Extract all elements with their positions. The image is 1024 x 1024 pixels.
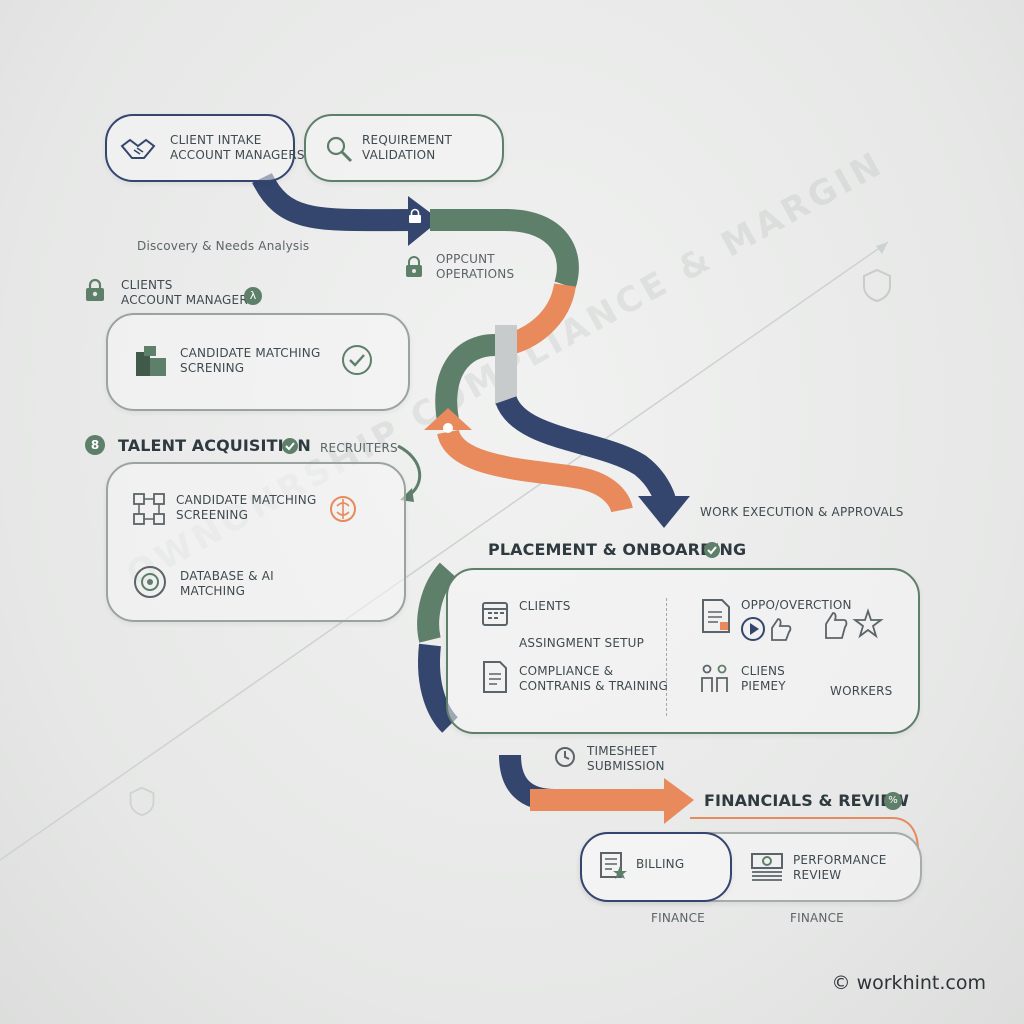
shield-faint-icon (129, 786, 155, 816)
recruiters-label: RECRUITERS (320, 441, 398, 455)
brain-icon (330, 496, 356, 522)
orange-ribbon-hook (437, 428, 633, 514)
talent-candidate-matching-label: CANDIDATE MATCHING SCREENING (176, 493, 317, 522)
candidate-matching-label: CANDIDATE MATCHING SCRENING (180, 346, 321, 375)
puzzle-icon (136, 346, 166, 376)
oppo-overction-label: OPPO/OVERCTION (741, 598, 852, 612)
requirement-validation-label: REQUIREMENT VALIDATION (362, 133, 453, 162)
blue-ribbon-placement (418, 643, 459, 733)
green-ribbon-left (435, 334, 496, 422)
oppcunt-operations-label: OPPCUNT OPERATIONS (436, 252, 515, 281)
blue-ribbon-top (252, 172, 416, 232)
invoice-icon (600, 852, 627, 879)
check-badge-icon (282, 438, 298, 454)
billing-box[interactable] (580, 832, 732, 902)
financials-review-title: FINANCIALS & REVIEW (704, 791, 910, 810)
finance-label-1: FINANCE (651, 911, 705, 925)
talent-badge-icon: 8 (85, 435, 105, 455)
credit-text: © workhint.com (831, 972, 986, 994)
lock-small-icon (409, 208, 421, 223)
lambda-badge: λ (244, 287, 262, 305)
clock-icon (555, 747, 575, 767)
talent-acquisition-title: TALENT ACQUISITION (118, 436, 311, 455)
search-icon (326, 136, 353, 163)
people-icon (701, 664, 728, 692)
blue-arrowhead-mid (638, 496, 690, 528)
blue-ribbon-mid (495, 395, 676, 504)
handshake-icon (120, 138, 156, 159)
document-icon (483, 661, 507, 693)
orange-arrowhead-up (424, 408, 472, 430)
billing-label: BILLING (636, 857, 685, 871)
workers-label: WORKERS (830, 684, 893, 698)
percent-badge: % (884, 792, 902, 810)
check-circle-icon (342, 345, 372, 375)
compliance-training-label: COMPLIANCE & CONTRANIS & TRAINING (519, 664, 669, 693)
green-ribbon-top (430, 209, 579, 289)
clients-account-managers-label: CLIENTS ACCOUNT MANAGERS (121, 278, 256, 307)
shield-icon (863, 268, 891, 302)
requirement-validation-box[interactable] (304, 114, 504, 182)
placement-onboarding-title: PLACEMENT & ONBOARDING (488, 540, 747, 559)
like-star-icons (825, 608, 884, 639)
gray-connector (495, 325, 517, 405)
candidate-matching-box[interactable] (106, 313, 410, 411)
play-like-icons (741, 617, 792, 641)
client-intake-label: CLIENT INTAKE ACCOUNT MANAGERS (170, 133, 305, 162)
cash-stack-icon (751, 853, 783, 881)
finance-label-2: FINANCE (790, 911, 844, 925)
report-icon (702, 599, 730, 633)
blue-arrowhead-top (408, 196, 440, 246)
performance-review-label: PERFORMANCE REVIEW (793, 853, 887, 882)
ai-gear-icon (134, 566, 166, 598)
work-execution-label: WORK EXECUTION & APPROVALS (700, 505, 904, 519)
database-ai-matching-label: DATABASE & AI MATCHING (180, 569, 274, 598)
client-intake-box[interactable] (105, 114, 295, 182)
calendar-icon (482, 602, 508, 626)
padlock-icon (86, 278, 104, 301)
placement-onboarding-box[interactable] (446, 568, 920, 734)
cliens-piemey-label: CLIENS PIEMEY (741, 664, 786, 693)
timesheet-submission-label: TIMESHEET SUBMISSION (587, 744, 665, 773)
network-icon (133, 493, 165, 525)
discovery-label: Discovery & Needs Analysis (137, 239, 310, 253)
placement-divider (666, 598, 667, 716)
orange-arrowhead-bottom (664, 778, 694, 824)
placement-clients-label: CLIENTS (519, 599, 571, 613)
svg-text:8: 8 (91, 438, 99, 452)
lock-icon (406, 256, 422, 277)
placement-check-icon (704, 542, 720, 558)
green-ribbon-placement (417, 562, 457, 643)
assignment-setup-label: ASSINGMENT SETUP (519, 636, 645, 650)
